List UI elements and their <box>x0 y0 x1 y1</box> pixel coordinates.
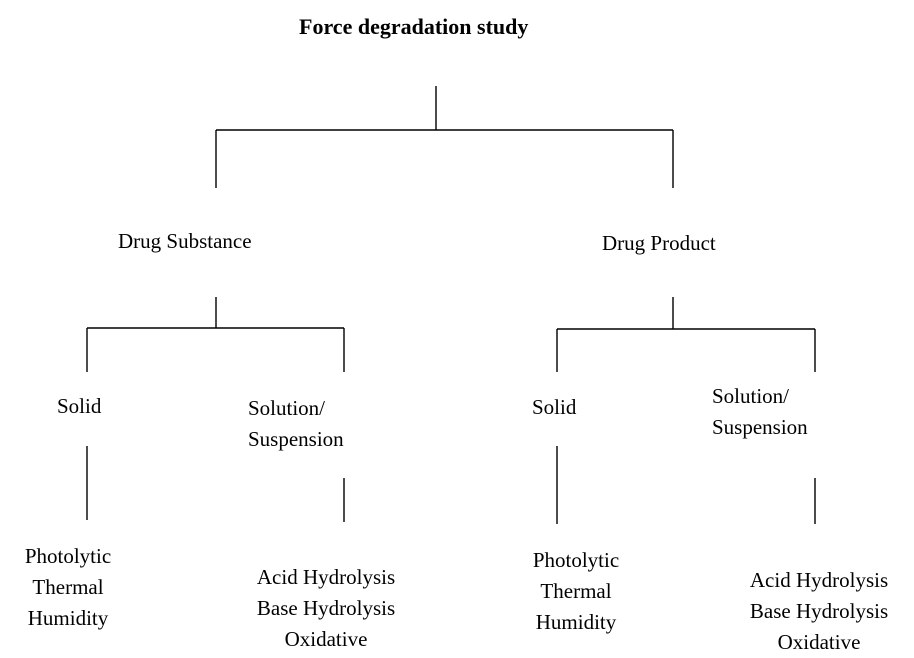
node-label-line: Solution/ <box>712 384 790 408</box>
test-item: Photolytic <box>24 544 112 568</box>
node-product-solid: Solid <box>532 392 576 423</box>
node-product-solution: Solution/ Suspension <box>712 381 808 443</box>
test-item: Base Hydrolysis <box>749 599 889 623</box>
node-drug-product: Drug Product <box>602 231 716 255</box>
test-item: Acid Hydrolysis <box>749 568 889 592</box>
test-item: Acid Hydrolysis <box>256 565 396 589</box>
test-item: Humidity <box>27 606 109 630</box>
diagram-title: Force degradation study <box>299 14 529 39</box>
node-label-line: Suspension <box>248 427 344 451</box>
tests-substance-solution: Acid Hydrolysis Base Hydrolysis Oxidativ… <box>226 562 426 655</box>
test-item: Humidity <box>535 610 617 634</box>
test-item: Oxidative <box>777 630 861 654</box>
node-substance-solid: Solid <box>57 391 101 422</box>
test-item: Thermal <box>540 579 612 603</box>
test-item: Photolytic <box>532 548 620 572</box>
test-item: Thermal <box>32 575 104 599</box>
node-label-line: Solution/ <box>248 396 326 420</box>
test-item: Base Hydrolysis <box>256 596 396 620</box>
tests-substance-solid: Photolytic Thermal Humidity <box>4 541 132 634</box>
node-label-line: Solid <box>532 395 577 419</box>
tests-product-solution: Acid Hydrolysis Base Hydrolysis Oxidativ… <box>724 565 914 658</box>
node-substance-solution: Solution/ Suspension <box>248 393 344 455</box>
test-item: Oxidative <box>284 627 368 651</box>
node-drug-substance: Drug Substance <box>118 229 252 253</box>
node-label-line: Suspension <box>712 415 808 439</box>
node-label-line: Solid <box>57 394 102 418</box>
tests-product-solid: Photolytic Thermal Humidity <box>512 545 640 638</box>
